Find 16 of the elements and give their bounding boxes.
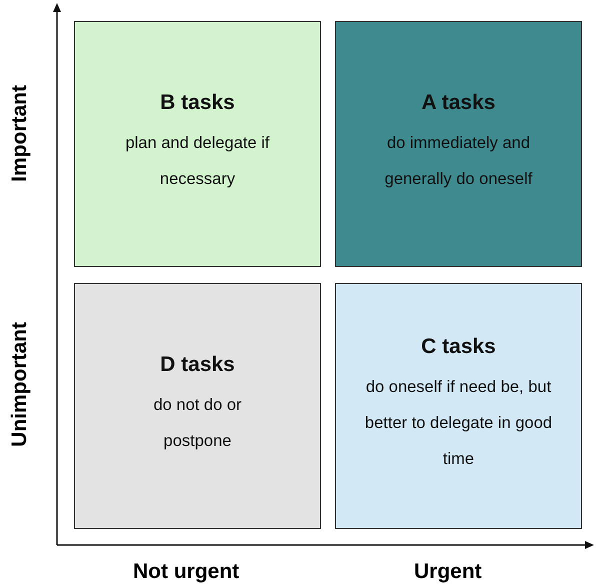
quadrant-box <box>335 283 582 529</box>
quadrant-description: plan and delegate if necessary <box>124 133 271 190</box>
axis-label: Unimportant <box>8 322 32 447</box>
quadrant-heading: D tasks <box>160 353 235 377</box>
quadrant-box <box>74 283 321 529</box>
quadrant-heading: C tasks <box>421 335 496 359</box>
quadrant-heading: A tasks <box>422 91 496 115</box>
quadrant-description: do oneself if need be, but better to delegate in good time <box>364 377 554 470</box>
axis-label: Urgent <box>414 560 482 584</box>
quadrant-box <box>335 21 582 267</box>
quadrant-description: do not do or postpone <box>152 395 243 452</box>
quadrant-heading: B tasks <box>160 91 235 115</box>
quadrant-description: do immediately and generally do oneself <box>384 133 534 190</box>
axis-label: Important <box>8 85 32 182</box>
quadrant-box <box>74 21 321 267</box>
axis-label: Not urgent <box>133 560 240 584</box>
